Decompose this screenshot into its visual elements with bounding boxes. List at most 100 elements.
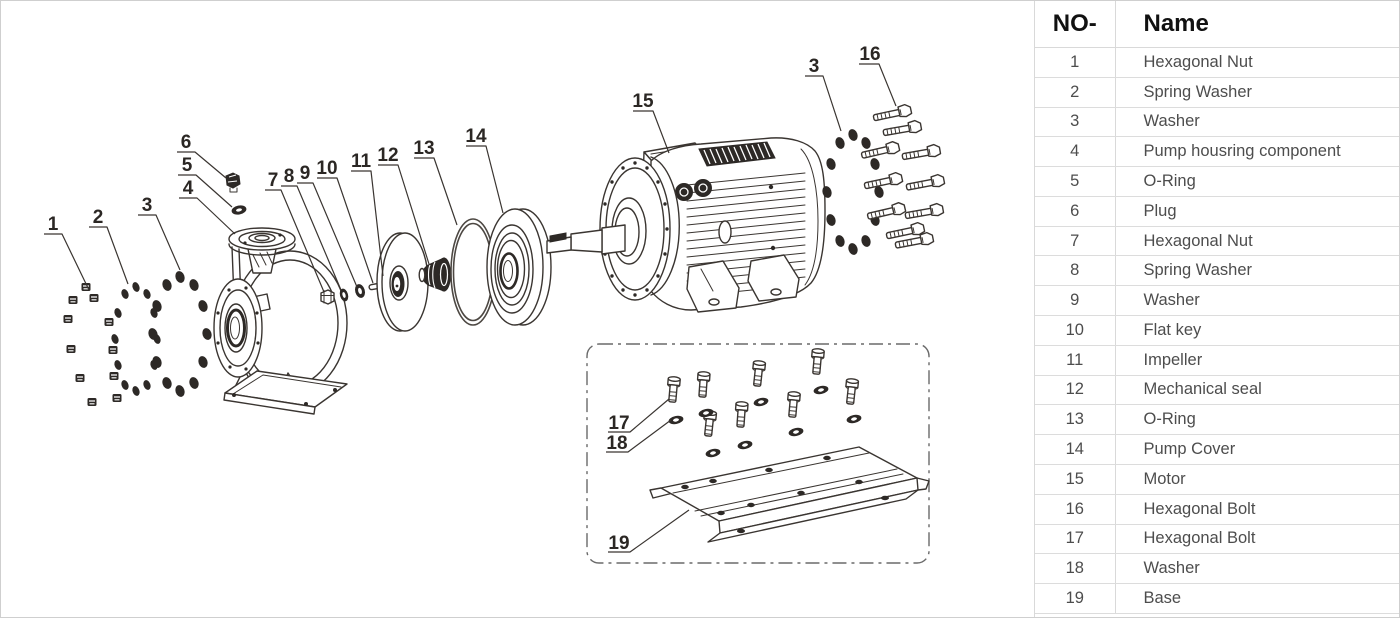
washer-group-3-right: [820, 127, 886, 257]
washer-9: [354, 284, 366, 298]
impeller: [376, 232, 429, 332]
callout-label-12: 12: [377, 145, 398, 166]
callout-label-11: 11: [351, 151, 372, 172]
part-number-cell: 2: [1035, 77, 1116, 108]
callout-label-7: 7: [268, 170, 279, 191]
callout-label-1: 1: [48, 214, 59, 235]
part-number-cell: 6: [1035, 196, 1116, 227]
callout-label-13: 13: [413, 138, 434, 159]
part-name-cell: Pump housring component: [1115, 136, 1399, 168]
callout-label-9: 9: [300, 163, 311, 184]
part-number-cell: 5: [1035, 166, 1116, 197]
part-number-cell: 7: [1035, 226, 1116, 257]
hex-bolt-group-16: [859, 102, 946, 252]
part-number-cell: 3: [1035, 107, 1116, 138]
diagram-svg: 1 2 3 4 5 6 7 8 9 10 11 12 13 14 15 3 16…: [44, 44, 946, 564]
part-number-cell: 11: [1035, 345, 1116, 376]
part-name-cell: Hexagonal Nut: [1115, 47, 1399, 78]
part-name-cell: Base: [1115, 583, 1399, 614]
part-number-cell: 8: [1035, 255, 1116, 287]
part-number-cell: 19: [1035, 583, 1116, 614]
pump-cover: [486, 208, 552, 326]
part-name-cell: Mechanical seal: [1115, 375, 1399, 406]
callout-label-15: 15: [632, 91, 654, 112]
callout-labels: 1 2 3 4 5 6 7 8 9 10 11 12 13 14 15 3 16…: [48, 44, 881, 554]
part-name-cell: Pump Cover: [1115, 434, 1399, 465]
mechanical-seal: [418, 257, 451, 292]
callout-label-16: 16: [859, 44, 880, 65]
hex-nut-7: [320, 289, 335, 305]
part-name-cell: Plug: [1115, 196, 1399, 227]
part-number-cell: 17: [1035, 524, 1116, 555]
flange-bolt-holes: [601, 161, 669, 297]
part-name-cell: Washer: [1115, 553, 1399, 585]
exploded-view-diagram: 1 2 3 4 5 6 7 8 9 10 11 12 13 14 15 3 16…: [1, 1, 1034, 617]
part-name-cell: Flat key: [1115, 315, 1399, 346]
part-name-cell: Hexagonal Bolt: [1115, 494, 1399, 525]
base-assembly-dashed-box: [586, 343, 930, 564]
part-number-cell: 16: [1035, 494, 1116, 525]
part-name-cell: Impeller: [1115, 345, 1399, 376]
part-name-cell: Spring Washer: [1115, 255, 1399, 287]
callout-label-14: 14: [465, 126, 487, 147]
part-number-cell: 18: [1035, 553, 1116, 585]
part-number-cell: 15: [1035, 464, 1116, 495]
callout-label-6: 6: [181, 132, 192, 153]
o-ring-small: [231, 205, 247, 215]
part-name-cell: O-Ring: [1115, 404, 1399, 436]
part-name-cell: Spring Washer: [1115, 77, 1399, 108]
callout-label-3-right: 3: [809, 56, 820, 77]
callout-label-2: 2: [93, 207, 104, 228]
hex-nut-group-1: [62, 282, 123, 407]
part-number-cell: 12: [1035, 375, 1116, 406]
part-name-cell: Motor: [1115, 464, 1399, 495]
callout-label-18: 18: [606, 433, 627, 454]
callout-label-5: 5: [182, 155, 193, 176]
callout-label-3-left: 3: [142, 195, 153, 216]
part-number-cell: 13: [1035, 404, 1116, 436]
spring-washer-8: [339, 288, 349, 302]
plug: [225, 172, 241, 193]
leader-lines: [44, 63, 897, 553]
callout-label-17: 17: [608, 413, 629, 434]
column-header-no: NO-: [1035, 1, 1116, 48]
part-number-cell: 14: [1035, 434, 1116, 465]
part-number-cell: 1: [1035, 47, 1116, 78]
anchor-bolt-group-17: [665, 347, 860, 438]
part-name-cell: Hexagonal Bolt: [1115, 524, 1399, 555]
base-plate: [649, 446, 930, 543]
part-name-cell: O-Ring: [1115, 166, 1399, 197]
anchor-washer-group-18: [667, 384, 863, 459]
callout-label-4: 4: [183, 178, 194, 199]
column-header-name: Name: [1115, 1, 1399, 48]
part-name-cell: Washer: [1115, 285, 1399, 317]
part-name-cell: Washer: [1115, 107, 1399, 138]
part-number-cell: 4: [1035, 136, 1116, 168]
callout-label-8: 8: [284, 166, 295, 187]
motor: [546, 137, 826, 313]
callout-label-19: 19: [608, 533, 629, 554]
part-number-cell: 9: [1035, 285, 1116, 317]
washer-group-3-left: [146, 269, 214, 399]
pump-housing: [213, 227, 348, 415]
